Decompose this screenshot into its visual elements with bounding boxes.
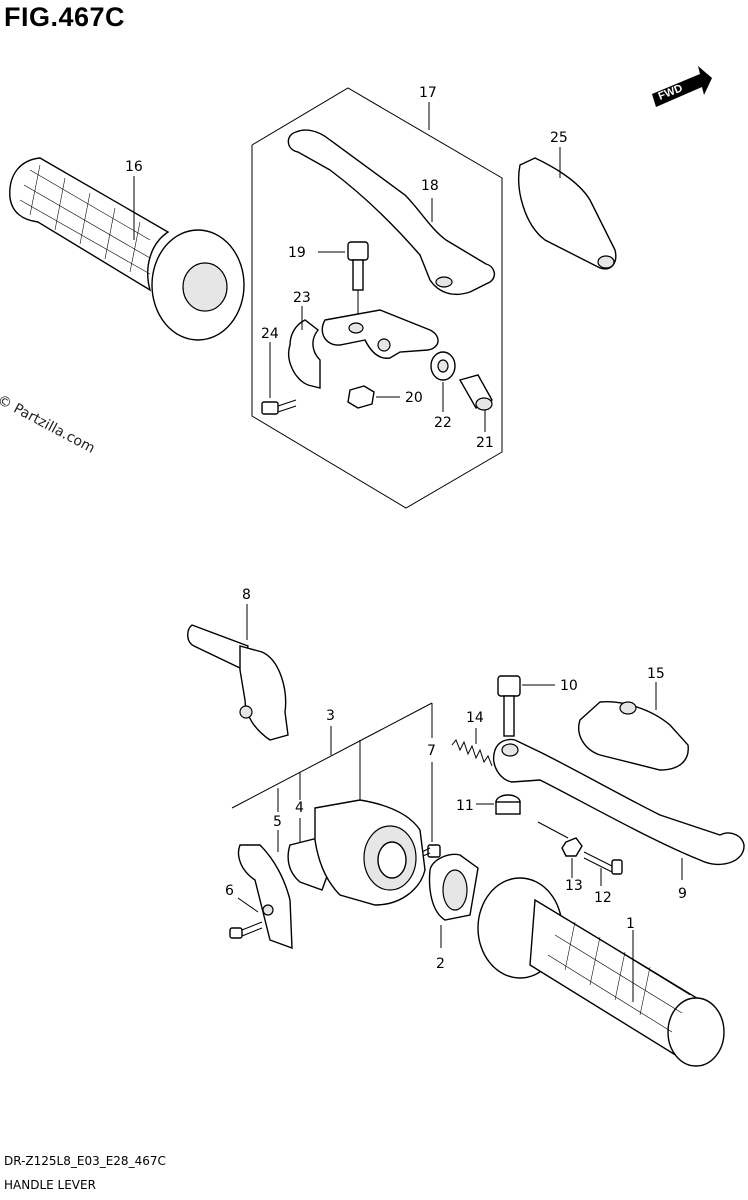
part-19-bolt xyxy=(318,241,369,318)
part-25-cover xyxy=(518,147,617,270)
part-12-screw xyxy=(583,851,623,886)
part-13-nut xyxy=(561,837,583,878)
part-2-spacer xyxy=(428,853,479,948)
callout-24: 24 xyxy=(261,326,279,342)
callout-11: 11 xyxy=(456,798,474,814)
footer-name: HANDLE LEVER xyxy=(4,1178,96,1192)
part-5-cover xyxy=(237,830,293,950)
part-23-clamp xyxy=(288,306,321,389)
callout-25: 25 xyxy=(550,130,568,146)
callout-19: 19 xyxy=(288,245,306,261)
callout-21: 21 xyxy=(476,435,494,451)
callout-7: 7 xyxy=(427,743,436,759)
callout-22: 22 xyxy=(434,415,452,431)
callout-17: 17 xyxy=(419,85,437,101)
footer-code: DR-Z125L8_E03_E28_467C xyxy=(4,1154,166,1168)
callout-9: 9 xyxy=(678,886,687,902)
part-14-spring xyxy=(451,728,493,767)
callout-6: 6 xyxy=(225,883,234,899)
callout-14: 14 xyxy=(466,710,484,726)
part-3-housing xyxy=(314,799,426,906)
figure-title: FIG.467C xyxy=(4,2,126,32)
callout-15: 15 xyxy=(647,666,665,682)
part-9-lever xyxy=(493,738,745,880)
part-15-cover xyxy=(578,682,689,771)
callout-16: 16 xyxy=(125,159,143,175)
callout-13: 13 xyxy=(565,878,583,894)
callout-4: 4 xyxy=(295,800,304,816)
part-18-lever xyxy=(287,129,496,296)
part-6-screw xyxy=(229,897,263,939)
part-1-grip xyxy=(477,877,725,1067)
part-22-washer xyxy=(430,351,456,412)
part-8-throttle-tube xyxy=(187,604,289,741)
fwd-arrow-icon: FWD xyxy=(652,66,712,107)
part-17-perch xyxy=(321,309,439,359)
part-11-collar xyxy=(476,794,521,815)
part-16-grip xyxy=(9,157,245,341)
part-10-bolt xyxy=(497,675,555,737)
callout-18: 18 xyxy=(421,178,439,194)
assembly-17-outline xyxy=(251,87,503,509)
callout-labels: 1 2 3 4 5 6 7 8 9 10 11 12 13 14 15 16 1… xyxy=(125,85,687,972)
part-21-adjuster xyxy=(458,374,493,432)
callout-1: 1 xyxy=(626,916,635,932)
assembly-3-outline xyxy=(231,702,433,820)
callout-2: 2 xyxy=(436,956,445,972)
callout-20: 20 xyxy=(405,390,423,406)
callout-12: 12 xyxy=(594,890,612,906)
callout-23: 23 xyxy=(293,290,311,306)
callout-10: 10 xyxy=(560,678,578,694)
callout-5: 5 xyxy=(273,814,282,830)
part-20-nut xyxy=(347,385,400,409)
part-24-screw xyxy=(261,342,297,415)
callout-8: 8 xyxy=(242,587,251,603)
callout-3: 3 xyxy=(326,708,335,724)
